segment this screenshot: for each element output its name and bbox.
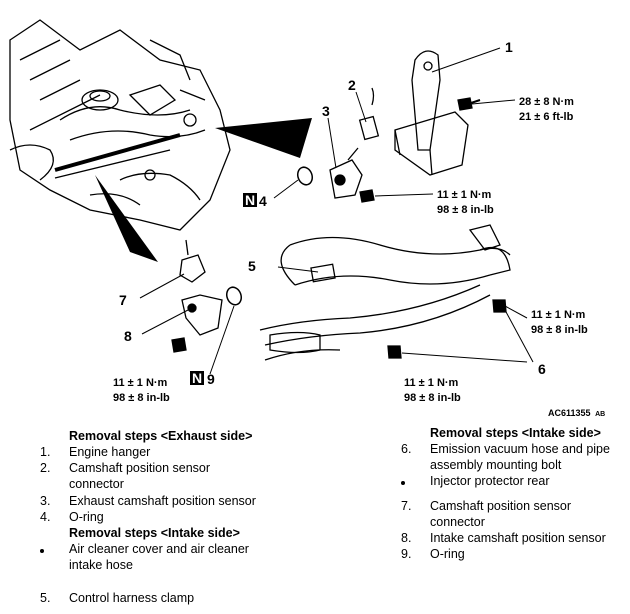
new-part-marker-4: N — [243, 192, 257, 208]
callout-8: 8 — [124, 328, 132, 344]
exhaust-sensor-illustration — [329, 147, 375, 203]
leader-lines — [139, 47, 534, 375]
step-air-cleaner-text-cont: intake hose — [69, 558, 133, 572]
figure-code-main: AC611355 — [548, 408, 591, 418]
callout-1: 1 — [505, 39, 513, 55]
svg-text:N: N — [192, 370, 202, 386]
step-6-text-cont: assembly mounting bolt — [430, 458, 562, 472]
step-1-number: 1. — [40, 445, 51, 459]
step-8-text: Intake camshaft position sensor — [430, 531, 606, 545]
torque-6-right-metric: 11 ± 1 N·m — [531, 309, 586, 321]
torque-6-right-imperial: 98 ± 8 in-lb — [531, 324, 588, 336]
step-7-text: Camshaft position sensor — [430, 499, 572, 513]
callout-6: 6 — [538, 361, 546, 377]
torque-8-metric: 11 ± 1 N·m — [113, 377, 168, 389]
callout-2: 2 — [348, 77, 356, 93]
bullet-air-cleaner — [40, 549, 44, 553]
callout-7: 7 — [119, 292, 127, 308]
callout-4: 4 — [259, 193, 267, 209]
step-4-number: 4. — [40, 510, 51, 524]
engine-block-illustration — [9, 19, 231, 231]
torque-6-bottom-imperial: 98 ± 8 in-lb — [404, 392, 461, 404]
torque-8-imperial: 98 ± 8 in-lb — [113, 392, 170, 404]
step-4-text: O-ring — [69, 510, 104, 524]
torque-6-bottom-metric: 11 ± 1 N·m — [404, 377, 459, 389]
torque-3-imperial: 98 ± 8 in-lb — [437, 204, 494, 216]
figure-code-suffix: AB — [595, 411, 605, 418]
figure-code: AC611355 AB — [548, 408, 605, 418]
right-removal-steps: Removal steps <Intake side> 6. Emission … — [320, 0, 630, 614]
step-7-number: 7. — [401, 499, 412, 513]
intake-sensor-illustration — [171, 239, 223, 353]
callout-3: 3 — [322, 103, 330, 119]
step-3-number: 3. — [40, 494, 51, 508]
step-air-cleaner-text: Air cleaner cover and air cleaner — [69, 542, 249, 556]
step-2-text: Camshaft position sensor — [69, 461, 211, 475]
header-intake-side-right: Removal steps <Intake side> — [430, 426, 601, 440]
step-6-text: Emission vacuum hose and pipe — [430, 442, 610, 456]
torque-1-imperial: 21 ± 6 ft-lb — [519, 111, 574, 123]
step-3-text: Exhaust camshaft position sensor — [69, 494, 256, 508]
intake-hose-illustration — [259, 224, 511, 361]
step-2-text-cont: connector — [69, 477, 124, 491]
exploded-view-diagram: 1 2 3 4 5 6 7 8 9 N N 28 ± 8 N·m 21 ± 6 … — [9, 19, 605, 418]
step-9-text: O-ring — [430, 547, 465, 561]
step-injector-protector-text: Injector protector rear — [430, 474, 550, 488]
torque-1-metric: 28 ± 8 N·m — [519, 96, 574, 108]
step-1-text: Engine hanger — [69, 445, 151, 459]
torque-3-metric: 11 ± 1 N·m — [437, 189, 492, 201]
header-exhaust-side: Removal steps <Exhaust side> — [69, 429, 253, 443]
step-5-number: 5. — [40, 591, 51, 605]
step-8-number: 8. — [401, 531, 412, 545]
view-pointer-wedges — [95, 118, 312, 262]
bullet-injector-protector — [401, 481, 405, 485]
left-removal-steps: Removal steps <Exhaust side> 1. Engine h… — [40, 429, 256, 605]
connector-illustration — [358, 87, 380, 141]
step-2-number: 2. — [40, 461, 51, 475]
svg-text:N: N — [245, 192, 255, 208]
step-5-text: Control harness clamp — [69, 591, 195, 605]
step-7-text-cont: connector — [430, 515, 485, 529]
callout-5: 5 — [248, 258, 256, 274]
header-intake-side-left: Removal steps <Intake side> — [69, 526, 240, 540]
step-9-number: 9. — [401, 547, 412, 561]
new-part-marker-9: N — [190, 370, 204, 386]
engine-hanger-illustration — [394, 50, 481, 176]
callout-9: 9 — [207, 371, 215, 387]
step-6-number: 6. — [401, 442, 412, 456]
o-ring-illustration — [225, 166, 314, 306]
